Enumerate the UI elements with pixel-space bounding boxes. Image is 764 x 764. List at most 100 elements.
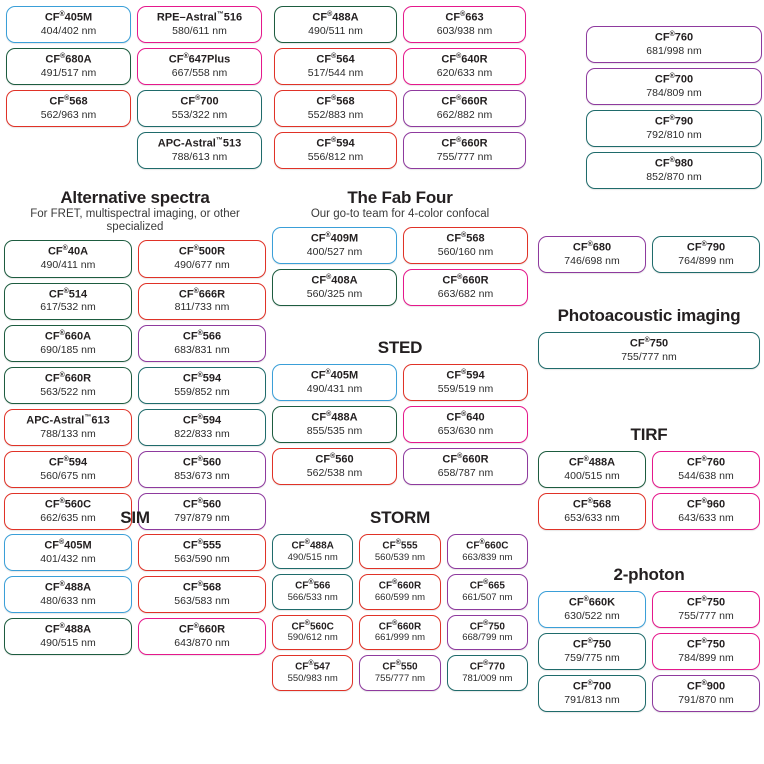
dye-name: CF®750 [686, 596, 726, 609]
dye-spectra: 643/633 nm [678, 512, 734, 525]
dye-name: CF®790 [654, 115, 694, 128]
dye-name: CF®555 [382, 539, 418, 552]
dye-spectra: 661/507 nm [462, 591, 513, 603]
dye-name: CF®409M [310, 232, 359, 245]
dye-name: CF®568 [316, 95, 355, 108]
dye-name: APC-Astral™613 [26, 413, 110, 427]
trademark-mark: ® [392, 579, 398, 587]
trademark-mark: ® [587, 638, 593, 646]
trademark-mark: ® [325, 232, 331, 240]
dye-name: CF®564 [316, 53, 355, 66]
dye-name: CF®594 [446, 369, 485, 382]
dye-name: CF®660R [441, 137, 488, 150]
dye-name: CF®980 [654, 157, 694, 170]
trademark-mark: ® [195, 95, 201, 103]
trademark-mark: ® [197, 413, 203, 421]
dye-name: CF®514 [48, 287, 88, 301]
section-title: 2-photon [613, 565, 685, 584]
dye-spectra: 490/515 nm [40, 637, 96, 650]
dye-spectra: 784/809 nm [646, 87, 702, 99]
trademark-mark: ® [669, 157, 675, 165]
trademark-mark: ® [331, 95, 337, 103]
